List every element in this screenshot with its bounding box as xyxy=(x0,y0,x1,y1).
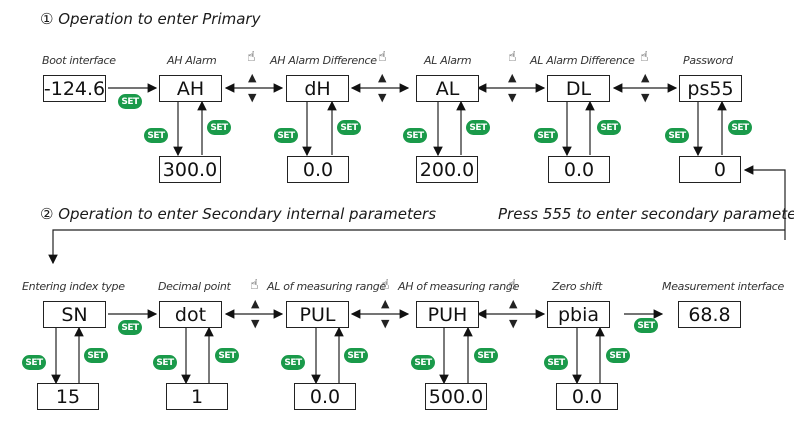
password-value-display[interactable]: 0 xyxy=(679,156,741,183)
hand-pointer-icon: ☝ xyxy=(247,49,256,65)
dot-value-display[interactable]: 1 xyxy=(166,383,228,410)
set-button-icon: SET xyxy=(665,128,689,143)
set-button-icon: SET xyxy=(281,355,305,370)
puh-label: AH of measuring range xyxy=(398,280,520,293)
ah-alarm-label: AH Alarm xyxy=(167,54,217,67)
up-arrow-icon: ▲ xyxy=(381,297,390,310)
up-arrow-icon: ▲ xyxy=(248,71,257,84)
index-type-label: Entering index type xyxy=(22,280,125,293)
puh-code-display[interactable]: PUH xyxy=(416,301,479,328)
sn-value-display[interactable]: 15 xyxy=(37,383,99,410)
dl-code-display[interactable]: DL xyxy=(547,75,610,102)
al-alarm-label: AL Alarm xyxy=(424,54,472,67)
set-button-icon: SET xyxy=(22,355,46,370)
up-arrow-icon: ▲ xyxy=(509,297,518,310)
section2-title: ② Operation to enter Secondary internal … xyxy=(40,205,437,223)
ah-code-display[interactable]: AH xyxy=(159,75,222,102)
ah-diff-label: AH Alarm Difference xyxy=(270,54,377,67)
down-arrow-icon: ▼ xyxy=(248,91,257,104)
set-button-icon: SET xyxy=(215,348,239,363)
dot-code-display[interactable]: dot xyxy=(159,301,222,328)
hand-pointer-icon: ☝ xyxy=(508,277,517,293)
set-button-icon: SET xyxy=(118,320,142,335)
hand-pointer-icon: ☝ xyxy=(508,49,517,65)
secondary-note: Press 555 to enter secondary parameters xyxy=(498,205,794,223)
hand-pointer-icon: ☝ xyxy=(381,277,390,293)
set-button-icon: SET xyxy=(153,355,177,370)
al-code-display[interactable]: AL xyxy=(416,75,479,102)
down-arrow-icon: ▼ xyxy=(641,91,650,104)
set-button-icon: SET xyxy=(634,318,658,333)
al-diff-label: AL Alarm Difference xyxy=(530,54,635,67)
down-arrow-icon: ▼ xyxy=(508,91,517,104)
boot-display: -124.6 xyxy=(43,75,106,102)
puh-value-display[interactable]: 500.0 xyxy=(425,383,487,410)
up-arrow-icon: ▲ xyxy=(251,297,260,310)
set-button-icon: SET xyxy=(466,120,490,135)
set-button-icon: SET xyxy=(274,128,298,143)
zero-shift-label: Zero shift xyxy=(552,280,602,293)
pul-code-display[interactable]: PUL xyxy=(286,301,349,328)
set-button-icon: SET xyxy=(474,348,498,363)
set-button-icon: SET xyxy=(344,348,368,363)
password-label: Password xyxy=(683,54,733,67)
set-button-icon: SET xyxy=(606,348,630,363)
down-arrow-icon: ▼ xyxy=(378,91,387,104)
up-arrow-icon: ▲ xyxy=(378,71,387,84)
hand-pointer-icon: ☝ xyxy=(378,49,387,65)
dl-value-display[interactable]: 0.0 xyxy=(548,156,610,183)
set-button-icon: SET xyxy=(84,348,108,363)
pul-value-display[interactable]: 0.0 xyxy=(294,383,356,410)
decimal-point-label: Decimal point xyxy=(158,280,231,293)
up-arrow-icon: ▲ xyxy=(508,71,517,84)
pbia-value-display[interactable]: 0.0 xyxy=(556,383,618,410)
dh-code-display[interactable]: dH xyxy=(286,75,349,102)
set-button-icon: SET xyxy=(144,128,168,143)
sn-code-display[interactable]: SN xyxy=(43,301,106,328)
set-button-icon: SET xyxy=(597,120,621,135)
set-button-icon: SET xyxy=(411,355,435,370)
pbia-code-display[interactable]: pbia xyxy=(547,301,610,328)
set-button-icon: SET xyxy=(207,120,231,135)
set-button-icon: SET xyxy=(534,128,558,143)
down-arrow-icon: ▼ xyxy=(251,317,260,330)
dh-value-display[interactable]: 0.0 xyxy=(287,156,349,183)
up-arrow-icon: ▲ xyxy=(641,71,650,84)
boot-label: Boot interface xyxy=(42,54,116,67)
pul-label: AL of measuring range xyxy=(267,280,386,293)
section1-title: ① Operation to enter Primary xyxy=(40,10,261,28)
measurement-label: Measurement interface xyxy=(662,280,785,293)
measurement-display: 68.8 xyxy=(678,301,741,328)
down-arrow-icon: ▼ xyxy=(381,317,390,330)
set-button-icon: SET xyxy=(544,355,568,370)
hand-pointer-icon: ☝ xyxy=(250,277,259,293)
password-code-display[interactable]: ps55 xyxy=(679,75,742,102)
ah-value-display[interactable]: 300.0 xyxy=(159,156,221,183)
set-button-icon: SET xyxy=(337,120,361,135)
al-value-display[interactable]: 200.0 xyxy=(416,156,478,183)
set-button-icon: SET xyxy=(728,120,752,135)
down-arrow-icon: ▼ xyxy=(509,317,518,330)
set-button-icon: SET xyxy=(403,128,427,143)
hand-pointer-icon: ☝ xyxy=(640,49,649,65)
set-button-icon: SET xyxy=(118,94,142,109)
